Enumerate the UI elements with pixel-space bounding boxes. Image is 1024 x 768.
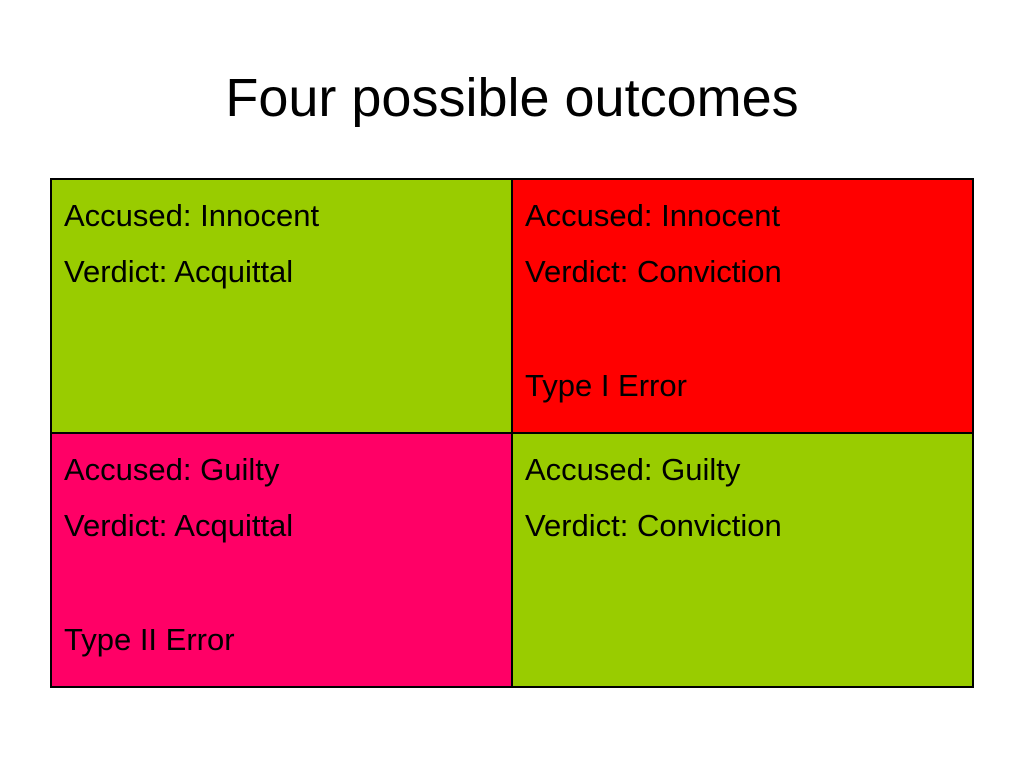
cell-innocent-acquittal: Accused: Innocent Verdict: Acquittal — [50, 178, 513, 434]
accused-label: Accused: Guilty — [525, 452, 741, 487]
cell-innocent-conviction: Accused: Innocent Verdict: Conviction Ty… — [511, 178, 974, 434]
error-label-type-i: Type I Error — [525, 368, 687, 403]
cell-spacer — [64, 554, 499, 612]
verdict-label: Verdict: Acquittal — [64, 508, 294, 543]
accused-label: Accused: Guilty — [64, 452, 280, 487]
cell-guilty-conviction: Accused: Guilty Verdict: Conviction — [511, 432, 974, 688]
verdict-label: Verdict: Conviction — [525, 508, 782, 543]
grid-row-guilty: Accused: Guilty Verdict: Acquittal Type … — [50, 432, 974, 688]
accused-label: Accused: Innocent — [525, 198, 781, 233]
accused-label: Accused: Innocent — [64, 198, 320, 233]
grid-row-innocent: Accused: Innocent Verdict: Acquittal Acc… — [50, 178, 974, 434]
verdict-label: Verdict: Acquittal — [64, 254, 294, 289]
cell-spacer — [525, 300, 960, 358]
outcome-grid: Accused: Innocent Verdict: Acquittal Acc… — [50, 178, 974, 688]
slide-title: Four possible outcomes — [225, 68, 799, 128]
cell-guilty-acquittal: Accused: Guilty Verdict: Acquittal Type … — [50, 432, 513, 688]
verdict-label: Verdict: Conviction — [525, 254, 782, 289]
error-label-type-ii: Type II Error — [64, 622, 235, 657]
